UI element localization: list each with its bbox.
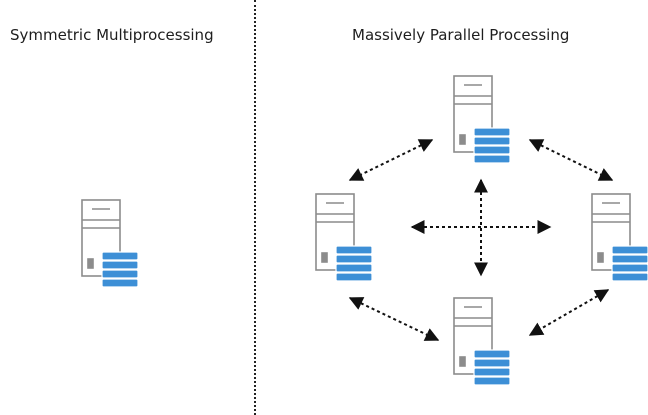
mpp-server-bottom	[452, 296, 511, 390]
link-top-right-arrow	[528, 139, 614, 181]
mpp-server-left	[314, 192, 373, 286]
database-icon	[335, 245, 373, 282]
database-icon	[611, 245, 648, 282]
mpp-server-right	[590, 192, 648, 286]
link-bottom-right-arrow	[528, 289, 610, 336]
link-bottom-left-arrow	[348, 297, 440, 341]
database-icon	[473, 349, 511, 386]
panel-divider	[254, 0, 256, 415]
smp-title: Symmetric Multiprocessing	[10, 26, 214, 44]
link-top-left-arrow	[348, 139, 434, 181]
mpp-title: Massively Parallel Processing	[352, 26, 570, 44]
database-icon	[473, 127, 511, 164]
database-icon	[101, 251, 139, 288]
smp-server-node	[80, 198, 139, 292]
mpp-server-top	[452, 74, 511, 168]
